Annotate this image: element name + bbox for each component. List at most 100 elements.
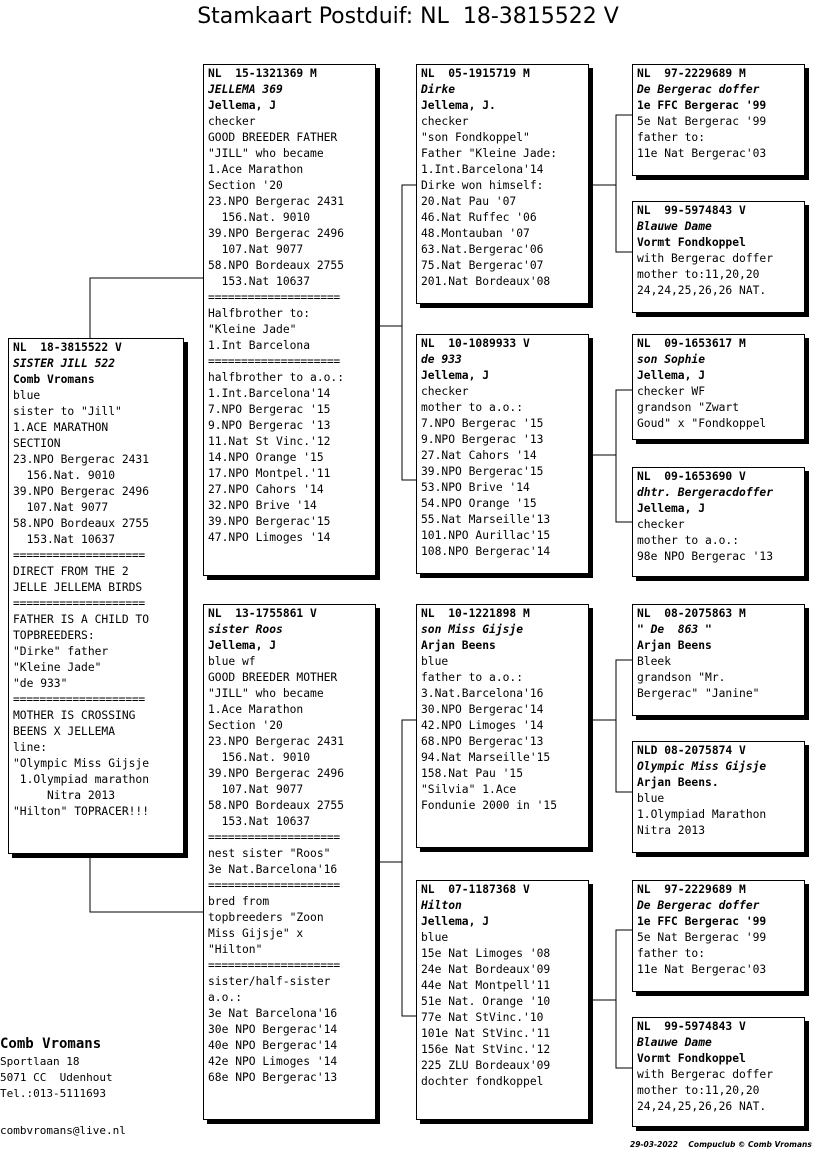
detail-line: "Kleine Jade" [13, 661, 102, 674]
detail-line: 39.NPO Bergerac'15 [421, 465, 544, 478]
detail-line: 58.NPO Bordeaux 2755 [208, 259, 345, 272]
detail-line: 23.NPO Bergerac 2431 [208, 735, 345, 748]
detail-line: 98e NPO Bergerac '13 [637, 550, 774, 563]
detail-line: 77e Nat StVinc.'10 [421, 1011, 544, 1024]
detail-line: 153.Nat 10637 [208, 275, 311, 288]
detail-line: 5e Nat Bergerac '99 [637, 115, 767, 128]
detail-line: 9.NPO Bergerac '13 [208, 419, 331, 432]
detail-line: blue [637, 792, 665, 805]
detail-line: 53.NPO Brive '14 [421, 481, 530, 494]
separator-line: ==================== [208, 879, 341, 892]
ring-number: NL 10-1221898 M [421, 607, 530, 620]
detail-line: Jellema, J. [421, 99, 496, 112]
detail-line: 11.Nat St Vinc.'12 [208, 435, 331, 448]
detail-line: Section '20 [208, 179, 283, 192]
detail-line: 11e Nat Bergerac'03 [637, 963, 767, 976]
detail-line: De Bergerac doffer [637, 899, 760, 912]
owner-postal-line: 5071 CC Udenhout [0, 1071, 113, 1084]
detail-line: 24e Nat Bordeaux'09 [421, 963, 551, 976]
detail-line: line: [13, 741, 48, 754]
detail-line: 11e Nat Bergerac'03 [637, 147, 767, 160]
detail-line: halfbrother to a.o.: [208, 371, 345, 384]
separator-line: ==================== [208, 355, 341, 368]
detail-line: 42.NPO Limoges '14 [421, 719, 544, 732]
detail-line: Olympic Miss Gijsje [637, 760, 767, 773]
separator-line: ==================== [208, 831, 341, 844]
detail-line: 39.NPO Bergerac'15 [208, 515, 331, 528]
detail-line: 23.NPO Bergerac 2431 [208, 195, 345, 208]
detail-line: 1.Int.Barcelona'14 [421, 163, 544, 176]
detail-line: 3e Nat.Barcelona'16 [208, 863, 338, 876]
detail-line: Fondunie 2000 in '15 [421, 799, 558, 812]
owner-address-line: Sportlaan 18 [0, 1055, 80, 1068]
detail-line: Goud" x "Fondkoppel [637, 417, 767, 430]
detail-line: 153.Nat 10637 [208, 815, 311, 828]
detail-line: 156.Nat. 9010 [208, 211, 311, 224]
detail-line: Jellema, J [208, 639, 277, 652]
detail-line: 201.Nat Bordeaux'08 [421, 275, 551, 288]
detail-line: son Sophie [637, 353, 706, 366]
owner-name: Comb Vromans [0, 1036, 102, 1052]
detail-line: blue wf [208, 655, 256, 668]
detail-line: 44e Nat Montpell'11 [421, 979, 551, 992]
detail-line: mother to a.o.: [637, 534, 740, 547]
ring-number: NL 15-1321369 M [208, 67, 317, 80]
detail-line: grandson "Mr. [637, 671, 726, 684]
detail-line: 47.NPO Limoges '14 [208, 531, 331, 544]
detail-line: 107.Nat 9077 [13, 501, 109, 514]
detail-line: 68e NPO Bergerac'13 [208, 1071, 338, 1084]
detail-line: 156.Nat. 9010 [208, 751, 311, 764]
detail-line: 48.Montauban '07 [421, 227, 530, 240]
detail-line: Vormt Fondkoppel [637, 236, 746, 249]
owner-email[interactable]: combvromans@live.nl [0, 1124, 126, 1137]
detail-line: "JILL" who became [208, 147, 324, 160]
detail-line: 94.Nat Marseille'15 [421, 751, 551, 764]
detail-line: 30e NPO Bergerac'14 [208, 1023, 338, 1036]
detail-line: 1e FFC Bergerac '99 [637, 915, 767, 928]
detail-line: Jellema, J [421, 915, 490, 928]
detail-line: "Hilton" TOPRACER!!! [13, 805, 150, 818]
detail-line: a.o.: [208, 991, 243, 1004]
owner-phone-line: Tel.:013-5111693 [0, 1087, 106, 1100]
detail-line: De Bergerac doffer [637, 83, 760, 96]
detail-line: 63.Nat.Bergerac'06 [421, 243, 544, 256]
detail-line: 39.NPO Bergerac 2496 [13, 485, 150, 498]
detail-line: Nitra 2013 [13, 789, 116, 802]
detail-line: Jellema, J [637, 369, 706, 382]
detail-line: blue [13, 389, 41, 402]
detail-line: TOPBREEDERS: [13, 629, 95, 642]
detail-line: Jellema, J [421, 369, 490, 382]
detail-line: checker [637, 518, 685, 531]
detail-line: "de 933" [13, 677, 68, 690]
detail-line: "Kleine Jade" [208, 323, 297, 336]
detail-line: 27.Nat Cahors '14 [421, 449, 537, 462]
detail-line: 58.NPO Bordeaux 2755 [13, 517, 150, 530]
detail-line: Bergerac" "Janine" [637, 687, 760, 700]
page-title: Stamkaart Postduif: NL 18-3815522 V [197, 4, 619, 29]
detail-line: JELLEMA 369 [208, 83, 283, 96]
detail-line: 32.NPO Brive '14 [208, 499, 317, 512]
detail-line: 1e FFC Bergerac '99 [637, 99, 767, 112]
detail-line: Section '20 [208, 719, 283, 732]
ring-number: NL 13-1755861 V [208, 607, 317, 620]
footer-credit: 29-03-2022 Compuclub © Comb Vromans [630, 1140, 812, 1149]
owner-block: Comb Vromans Sportlaan 18 5071 CC Udenho… [0, 1034, 113, 1102]
detail-line: GOOD BREEDER MOTHER [208, 671, 338, 684]
